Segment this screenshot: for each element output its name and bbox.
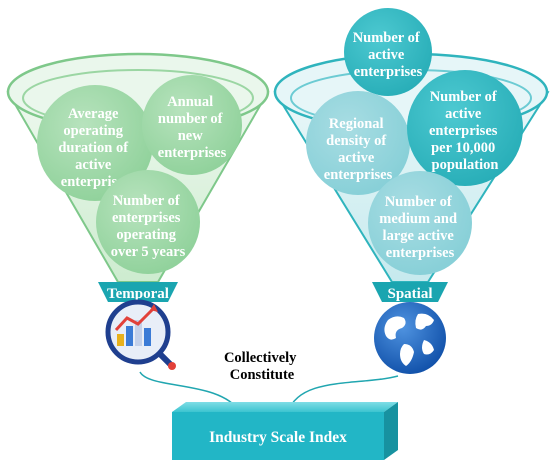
svg-text:Number of active e: Number of active enterprises per 10,000 … bbox=[429, 89, 501, 173]
svg-text:Average operating: Average operating duration of active ent… bbox=[58, 106, 131, 190]
connector-text: Collectively Constitute bbox=[224, 350, 300, 383]
svg-text:Number of active e: Number of active enterprises bbox=[353, 30, 424, 80]
temporal-circle-annual-new: Annual number of new enterprises bbox=[142, 75, 242, 175]
temporal-circle-avg-duration: Average operating duration of active ent… bbox=[37, 85, 153, 201]
svg-text:Industry Scale Index: Industry Scale Index bbox=[209, 429, 347, 446]
globe-icon bbox=[374, 302, 446, 374]
svg-text:Collectively Constitute: Collectively Constitute bbox=[224, 350, 300, 383]
spatial-circle-regional-density: Regional density of active enterprises bbox=[306, 91, 410, 195]
svg-text:Regional density of: Regional density of active enterprises bbox=[324, 116, 393, 183]
svg-text:Spatial: Spatial bbox=[387, 286, 432, 302]
arrow-right bbox=[286, 375, 399, 414]
industry-scale-index-box: Industry Scale Index bbox=[172, 402, 398, 460]
bar-chart-magnifier-icon bbox=[105, 299, 176, 370]
spatial-circle-medium-large: Number of medium and large active enterp… bbox=[368, 171, 472, 275]
svg-text:Number of medium and: Number of medium and large active enterp… bbox=[379, 194, 460, 261]
spatial-circle-per-10000: Number of active enterprises per 10,000 … bbox=[407, 70, 523, 186]
temporal-circle-over-5-years: Number of enterprises operating over 5 y… bbox=[96, 170, 200, 274]
spatial-label: Spatial bbox=[372, 282, 448, 302]
svg-text:Number of enterprises: Number of enterprises operating over 5 y… bbox=[111, 193, 186, 260]
spatial-circle-active-enterprises: Number of active enterprises bbox=[344, 8, 432, 96]
svg-text:Annual number of n: Annual number of new enterprises bbox=[158, 94, 227, 161]
svg-text:Temporal: Temporal bbox=[107, 286, 169, 302]
temporal-label: Temporal bbox=[98, 282, 178, 302]
